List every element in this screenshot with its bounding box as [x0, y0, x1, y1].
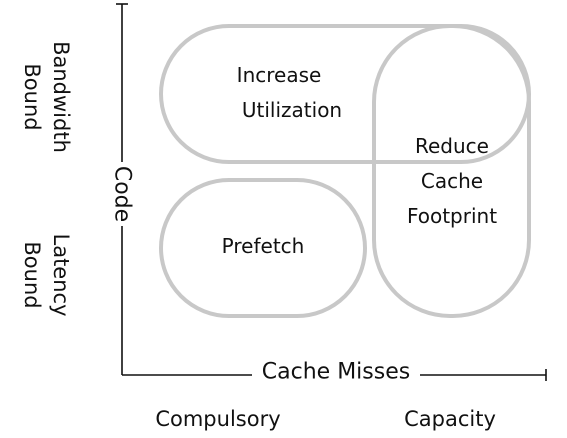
reduce-cache-footprint-label-line1: Reduce: [415, 134, 489, 158]
prefetch-region: [159, 178, 367, 318]
y-axis-label: Code: [110, 166, 135, 222]
y-category-latency-bound-line2: Bound: [20, 241, 44, 308]
increase-utilization-label-line2: Utilization: [242, 98, 342, 122]
x-category-compulsory: Compulsory: [155, 407, 280, 431]
y-category-bandwidth-bound-line1: Bandwidth: [49, 41, 73, 153]
y-category-latency-bound-line1: Latency: [49, 233, 73, 316]
prefetch-label: Prefetch: [222, 234, 305, 258]
increase-utilization-label-line1: Increase: [237, 63, 322, 87]
reduce-cache-footprint-region: [372, 24, 531, 318]
y-category-bandwidth-bound-line2: Bound: [20, 63, 44, 130]
reduce-cache-footprint-label-line2: Cache: [421, 169, 483, 193]
x-category-capacity: Capacity: [404, 407, 496, 431]
x-axis-label: Cache Misses: [262, 360, 410, 385]
reduce-cache-footprint-label-line3: Footprint: [407, 204, 497, 228]
